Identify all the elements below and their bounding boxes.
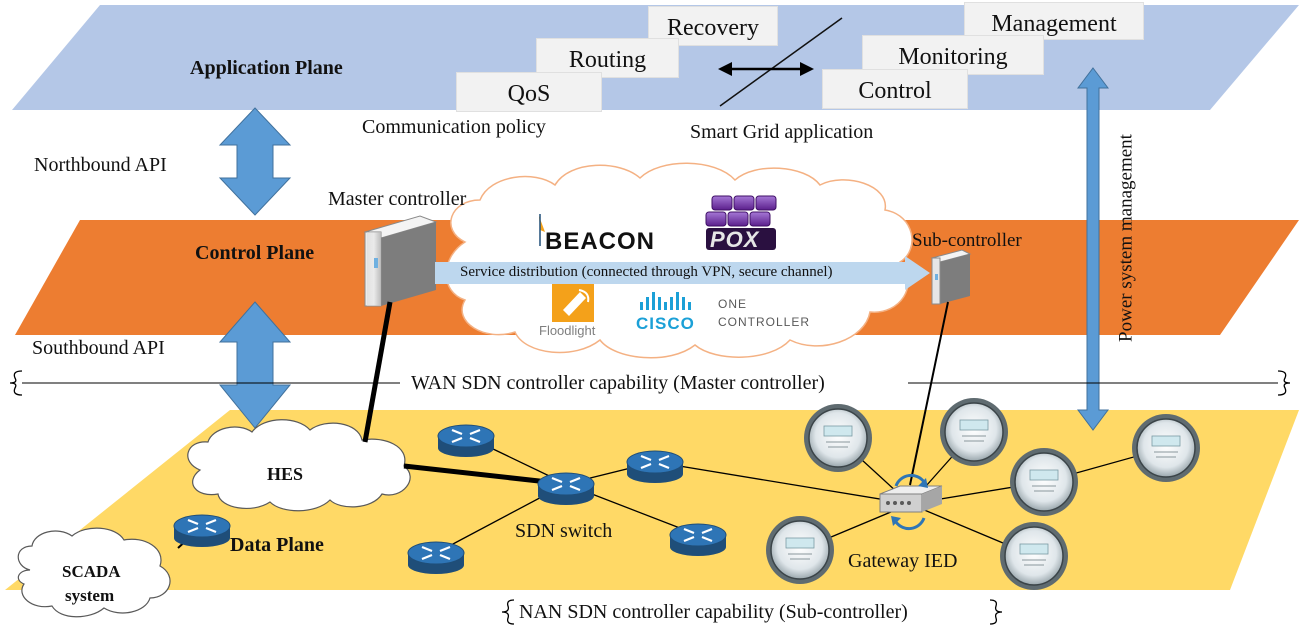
control-plane-label: Control Plane	[195, 242, 315, 264]
beacon-logo-text: BEACON	[545, 228, 656, 255]
master-controller-server	[363, 215, 438, 307]
smart-meter-4	[1132, 414, 1200, 482]
service-distribution-arrow	[435, 256, 930, 290]
wan-capability-brace	[9, 370, 1291, 396]
router-3	[626, 450, 684, 483]
scada-label-line1: SCADA	[62, 562, 121, 581]
nan-capability-brace	[501, 599, 1003, 625]
smart-meter-5	[766, 516, 834, 584]
smart-grid-application-caption: Smart Grid application	[690, 121, 874, 143]
data-plane-label: Data Plane	[230, 534, 324, 556]
floodlight-logo-mark	[552, 284, 594, 322]
smart-meter-6	[1000, 522, 1068, 590]
floodlight-logo-text: Floodlight	[539, 323, 596, 338]
router-4	[669, 523, 727, 556]
sdn-switch-label: SDN switch	[515, 520, 613, 542]
application-double-arrow	[718, 62, 814, 76]
router-5	[407, 541, 465, 574]
pox-logo-cubes	[705, 195, 777, 250]
hes-label: HES	[267, 464, 304, 484]
smart-meter-1	[804, 404, 872, 472]
sub-controller-server	[930, 249, 972, 305]
monitoring-tab: Monitoring	[862, 35, 1044, 75]
sub-controller-label: Sub-controller	[912, 230, 1022, 251]
control-tab: Control	[822, 69, 968, 109]
routing-tab: Routing	[536, 38, 679, 78]
application-plane-label: Application Plane	[190, 57, 343, 79]
power-system-management-arrow	[1077, 67, 1109, 431]
communication-policy-caption: Communication policy	[362, 116, 546, 138]
nan-capability-label: NAN SDN controller capability (Sub-contr…	[519, 601, 908, 623]
scada-cloud	[17, 527, 171, 618]
qos-tab: QoS	[456, 72, 602, 112]
master-controller-label: Master controller	[328, 188, 467, 210]
scada-label-line2: system	[65, 586, 115, 605]
application-divider-line	[719, 17, 843, 107]
one-controller-logo-line1: ONE	[718, 297, 748, 311]
gateway-ied-device	[879, 473, 943, 531]
router-6	[173, 514, 231, 547]
router-2	[537, 472, 595, 505]
power-system-management-label: Power system management	[1115, 134, 1137, 342]
beacon-logo-mark	[539, 214, 545, 246]
northbound-api-arrow	[218, 107, 292, 216]
southbound-api-label: Southbound API	[32, 337, 165, 359]
northbound-api-label: Northbound API	[34, 154, 167, 176]
management-tab: Management	[964, 2, 1144, 40]
one-controller-logo-line2: CONTROLLER	[718, 315, 811, 329]
cisco-logo-bars	[640, 292, 691, 310]
smart-meters-group	[766, 398, 1200, 590]
routers-group	[173, 424, 727, 574]
router-1	[437, 424, 495, 457]
cisco-logo-text: CISCO	[636, 314, 695, 333]
pox-logo-text: POX	[710, 227, 760, 252]
gateway-ied-label: Gateway IED	[848, 550, 958, 572]
smart-meter-2	[940, 398, 1008, 466]
data-plane	[5, 410, 1299, 590]
wan-capability-label: WAN SDN controller capability (Master co…	[409, 372, 827, 394]
smart-meter-3	[1010, 448, 1078, 516]
service-distribution-label: Service distribution (connected through …	[460, 264, 833, 280]
